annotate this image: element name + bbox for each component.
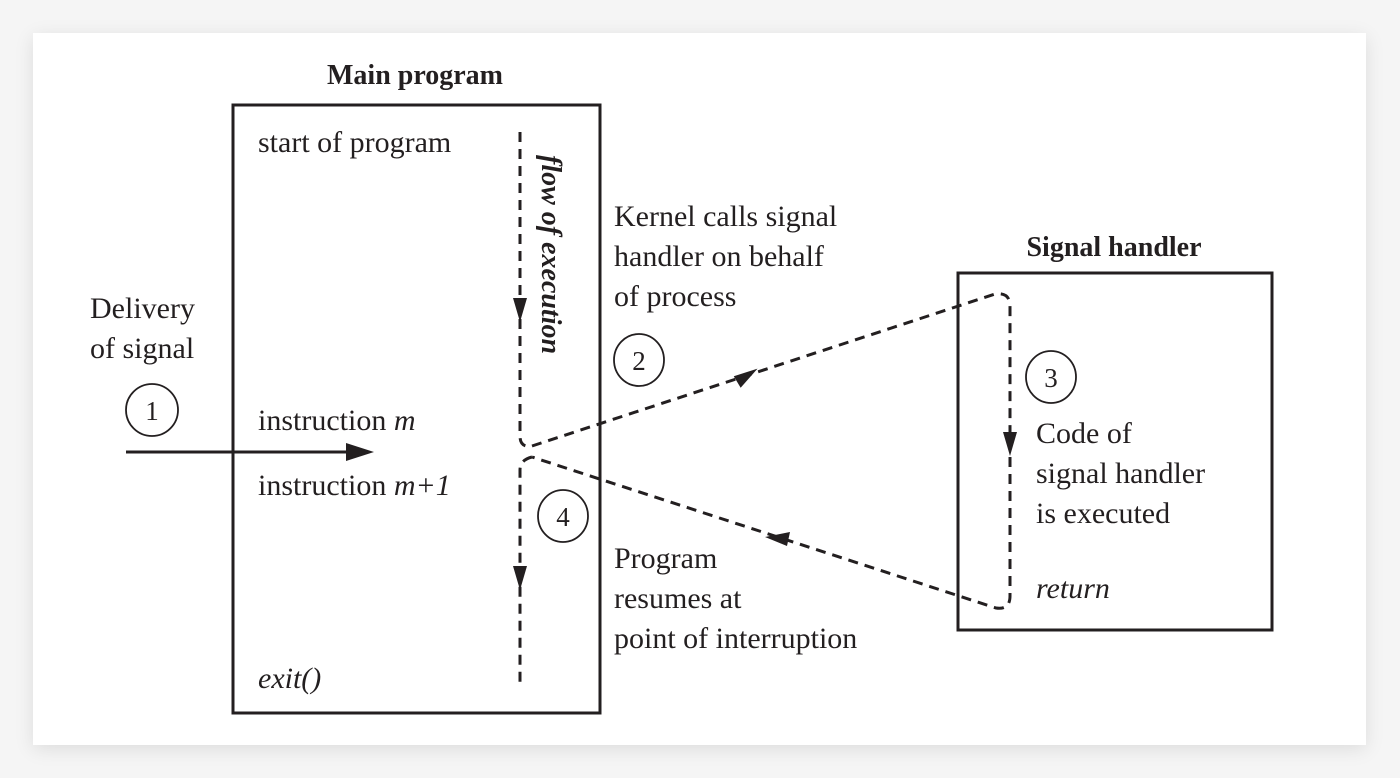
step-1-number: 1	[145, 396, 159, 426]
instruction-m1-var: m+1	[394, 469, 451, 502]
call-handler-line	[531, 292, 1012, 448]
return-label: return	[1036, 572, 1110, 605]
handler-code-line-3: is executed	[1036, 497, 1170, 530]
step-3-badge: 3	[1025, 350, 1077, 404]
call-handler-arrow	[733, 368, 758, 388]
resumes-line-1: Program	[614, 542, 717, 575]
flow-line-bottom	[518, 455, 533, 688]
instruction-m-prefix: instruction	[258, 404, 394, 437]
resumes-line-3: point of interruption	[614, 622, 857, 655]
main-program-title: Main program	[327, 60, 503, 91]
step-4-badge: 4	[537, 489, 589, 543]
step-4-number: 4	[556, 502, 570, 532]
instruction-m1-label: instruction m+1	[258, 469, 451, 502]
signal-handler-box	[956, 271, 1274, 632]
handler-code-line-2: signal handler	[1036, 457, 1205, 490]
step-2-number: 2	[632, 346, 646, 376]
delivery-label-line-1: Delivery	[90, 292, 195, 325]
figure-card	[33, 33, 1366, 745]
instruction-m-var: m	[394, 404, 416, 437]
main-program-box	[231, 103, 602, 715]
return-arrow	[765, 532, 790, 546]
step-2-badge: 2	[613, 333, 665, 387]
delivery-arrow-head	[346, 443, 374, 461]
instruction-m-label: instruction m	[258, 404, 416, 437]
handler-flow-arrow	[1003, 432, 1017, 456]
handler-flow-line	[531, 440, 1012, 610]
start-of-program-label: start of program	[258, 126, 451, 159]
step-3-number: 3	[1044, 363, 1058, 393]
kernel-calls-line-3: of process	[614, 280, 736, 313]
flow-of-execution-label: flow of execution	[535, 155, 566, 354]
flow-arrow-top	[513, 298, 527, 322]
handler-code-line-1: Code of	[1036, 417, 1132, 450]
instruction-m1-prefix: instruction	[258, 469, 394, 502]
kernel-calls-line-1: Kernel calls signal	[614, 200, 837, 233]
flow-arrow-bottom	[513, 566, 527, 590]
flow-line-top	[518, 132, 533, 448]
delivery-label-line-2: of signal	[90, 332, 194, 365]
step-1-badge: 1	[125, 383, 179, 437]
kernel-calls-line-2: handler on behalf	[614, 240, 824, 273]
resumes-line-2: resumes at	[614, 582, 742, 615]
exit-label: exit()	[258, 662, 321, 695]
signal-handler-title: Signal handler	[1026, 232, 1201, 263]
